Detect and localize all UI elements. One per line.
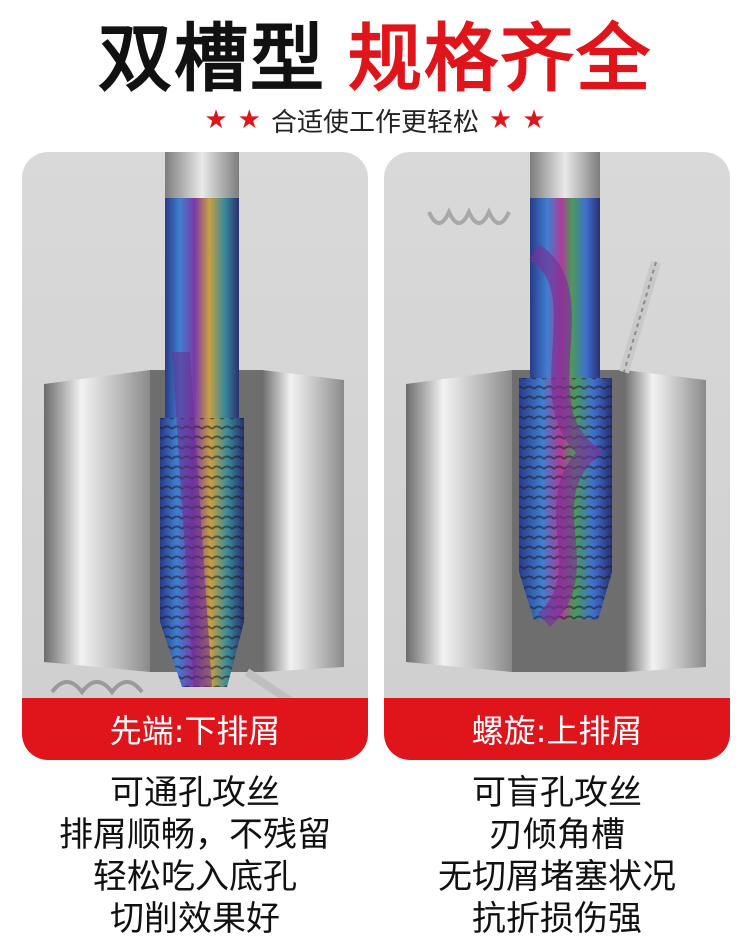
feature-line: 可通孔攻丝: [110, 773, 280, 813]
feature-line: 排屑顺畅，不残留: [59, 815, 331, 855]
headline: 双槽型 规格齐全: [0, 6, 750, 102]
workpiece-block: [44, 370, 150, 672]
star-icon: ★: [489, 105, 513, 135]
tap-shank: [530, 152, 600, 198]
caption-left: 先端:下排屑: [22, 698, 368, 760]
workpiece-block: [406, 370, 512, 672]
star-icon: ★: [204, 105, 228, 135]
feature-line: 抗折损伤强: [472, 899, 642, 939]
chip-curl: [427, 207, 511, 225]
feature-line: 轻松吃入底孔: [93, 857, 297, 897]
feature-list-left: 可通孔攻丝 排屑顺畅，不残留 轻松吃入底孔 切削效果好: [22, 772, 368, 940]
chip-curl: [50, 680, 144, 696]
feature-line: 刃倾角槽: [489, 815, 625, 855]
caption-right: 螺旋:上排屑: [384, 698, 730, 760]
tap-illustration-right: [406, 152, 706, 672]
headline-right: 规格齐全: [348, 15, 652, 102]
star-icon: ★: [522, 105, 546, 135]
panel-spiral-flute: 螺旋:上排屑: [384, 152, 730, 760]
star-icon: ★: [237, 105, 261, 135]
feature-line: 切削效果好: [110, 899, 280, 939]
headline-left: 双槽型: [98, 15, 326, 102]
feature-line: 无切屑堵塞状况: [438, 857, 676, 897]
panel-straight-flute: 先端:下排屑: [22, 152, 368, 760]
subline: ★ ★ 合适使工作更轻松 ★ ★: [0, 100, 750, 140]
subline-text: 合适使工作更轻松: [270, 107, 479, 138]
tap-illustration-left: [44, 152, 344, 698]
feature-line: 可盲孔攻丝: [472, 773, 642, 813]
tap-shank: [165, 152, 239, 198]
feature-list-right: 可盲孔攻丝 刃倾角槽 无切屑堵塞状况 抗折损伤强: [384, 772, 730, 940]
